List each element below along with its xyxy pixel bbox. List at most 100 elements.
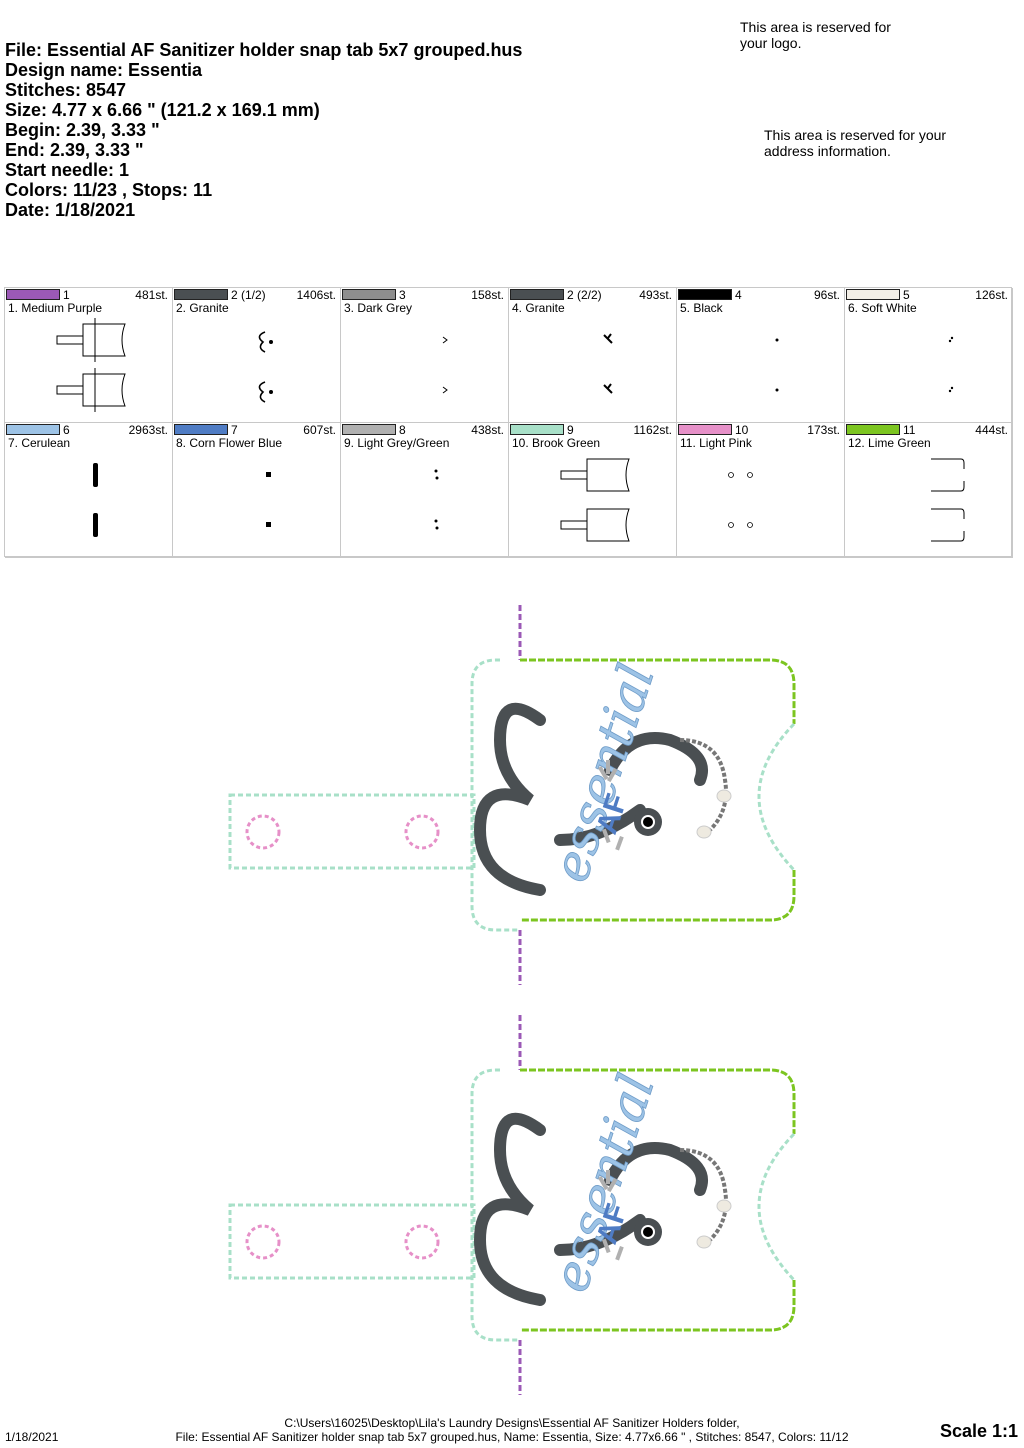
stitch-count-label: 173st. [807,423,840,437]
needle-number: 4 [735,288,742,302]
footer-file-info: File: Essential AF Sanitizer holder snap… [175,1430,849,1444]
holder-outline-right [520,1068,796,1332]
scale-label: Scale 1:1 [939,1421,1018,1441]
earpiece [696,1235,712,1249]
thumb-shape [56,318,126,362]
stitch-count-label: 126st. [975,288,1008,302]
color-stop-cell: 10 173st. 11. Light Pink [677,423,845,558]
color-name: 11. Light Pink [680,436,752,450]
stop-thumbnail [931,458,965,542]
thumb-shape [560,458,630,492]
address-placeholder: This area is reserved for your address i… [764,127,947,159]
stop-thumbnail [56,318,126,412]
thumb-shape [728,472,753,478]
stethoscope-left [473,702,546,896]
stop-thumbnail [603,333,613,394]
color-name: 3. Dark Grey [344,301,413,315]
stop-thumbnail [266,472,271,527]
thumb-shape [258,331,273,353]
color-name: 9. Light Grey/Green [344,436,450,450]
color-stops: Colors: 11/23 , Stops: 11 [5,180,213,200]
footer-info: C:\Users\16025\Desktop\Lila's Laundry De… [0,1416,1024,1444]
earpiece [696,825,712,839]
needle-number: 5 [903,288,910,302]
stitch-count-label: 438st. [471,423,504,437]
color-stop-cell: 2 (1/2) 1406st. 2. Granite [173,288,341,423]
stethoscope-tube [679,738,728,832]
holder-curve [757,1132,796,1282]
color-name: 8. Corn Flower Blue [176,436,283,450]
stethoscope-chestpiece-center [641,815,655,829]
thumb-shape [442,386,448,394]
earpiece [716,789,732,803]
snap-tab-outline [228,793,476,870]
needle-number: 11 [903,423,916,437]
thumb-shape [728,522,753,528]
stop-thumbnail [434,469,439,530]
burst-ray [598,766,609,781]
thumb-shape [258,381,273,403]
snap-circle [404,1224,440,1260]
needle-number: 8 [399,423,406,437]
start-needle: Start needle: 1 [5,160,130,180]
stitch-count-label: 2963st. [128,423,168,437]
thumb-shape [442,336,448,344]
color-swatch [6,289,60,300]
design-date: Date: 1/18/2021 [5,200,136,220]
color-stop-cell: 11 444st. 12. Lime Green [845,423,1013,558]
thumb-shape [434,469,439,480]
thumb-shape [93,513,98,537]
thumb-shape [603,383,613,394]
color-swatch [342,424,396,435]
color-name: 2. Granite [176,301,229,315]
color-stop-cell: 2 (2/2)493st.4. Granite [509,288,677,423]
stitch-count-label: 481st. [135,288,168,302]
stitch-count-label: 96st. [813,288,840,302]
stitch-count-label: 1406st. [296,288,336,302]
thumb-shape [266,522,271,527]
logo-placeholder: This area is reserved for your logo. [740,19,891,51]
thumb-shape [775,338,779,342]
needle-number: 3 [399,288,406,302]
holder-outline-right [520,658,796,922]
footer-date: 1/18/2021 [5,1430,59,1444]
stethoscope-left [473,1112,546,1306]
color-name: 10. Brook Green [512,436,601,450]
stitch-count-label: 444st. [975,423,1008,437]
footer-path: C:\Users\16025\Desktop\Lila's Laundry De… [284,1416,740,1430]
design-size: Size: 4.77 x 6.66 " (121.2 x 169.1 mm) [5,100,320,120]
stitch-count-label: 607st. [303,423,336,437]
burst-ray [606,760,610,774]
needle-number: 10 [735,423,749,437]
stop-thumbnail [258,331,273,403]
thumb-shape [266,472,271,477]
burst-ray [602,828,611,844]
stop-thumbnail [442,336,448,394]
begin-point: Begin: 2.39, 3.33 " [5,120,160,140]
stitch-count-label: 493st. [639,288,672,302]
snap-tab-outline [228,1203,476,1280]
earpiece [716,1199,732,1213]
design-name: Design name: Essentia [5,60,203,80]
stethoscope-chestpiece-center [641,1225,655,1239]
snap-circle [245,814,281,850]
thumb-shape [434,519,439,530]
color-name: 12. Lime Green [848,436,931,450]
burst-ray [607,1178,618,1193]
color-swatch [678,424,732,435]
thumb-shape [948,336,954,343]
stitch-count-label: 1162st. [633,423,672,437]
burst-ray [598,1176,609,1191]
color-swatch [510,424,564,435]
thumb-shape [931,458,965,492]
needle-number: 2 (1/2) [231,288,266,302]
needle-number: 2 (2/2) [567,288,602,302]
color-swatch [174,424,228,435]
burst-ray [615,836,624,851]
burst-ray [606,1170,610,1184]
